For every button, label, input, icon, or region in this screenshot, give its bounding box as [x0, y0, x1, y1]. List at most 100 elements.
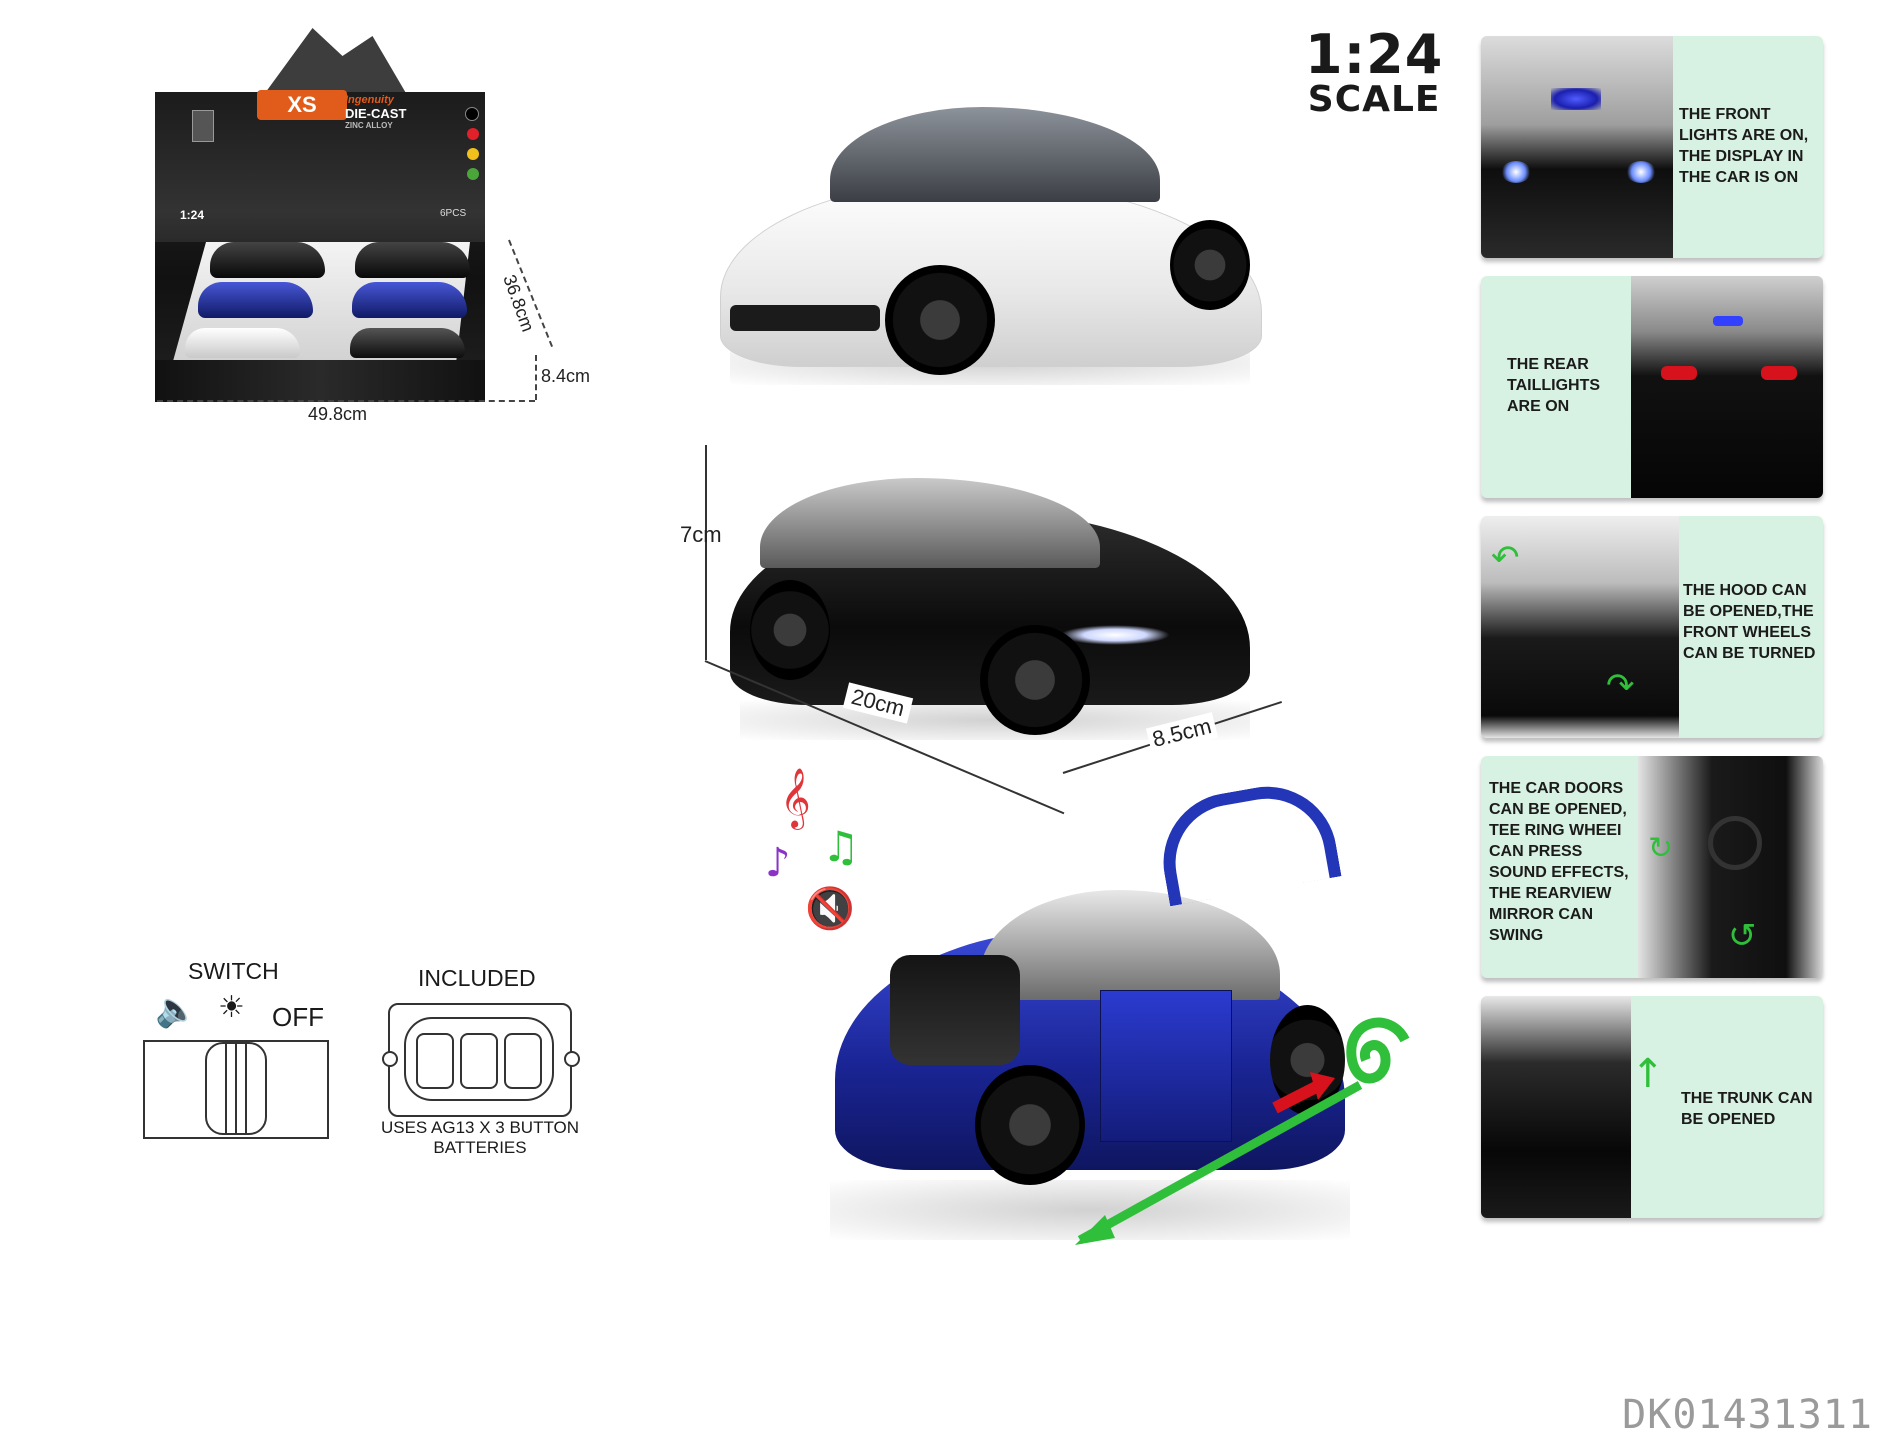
feature-text-trunk: THE TRUNK CAN BE OPENED: [1681, 1090, 1813, 1128]
feature-card-doors: THE CAR DOORS CAN BE OPENED, TEE RING WH…: [1481, 756, 1823, 978]
battery-cell: [460, 1033, 498, 1089]
battery-caption-line: USES AG13 X 3 BUTTON: [380, 1118, 580, 1137]
feature-text-hood: THE HOOD CAN BE OPENED,THE FRONT WHEELS …: [1683, 582, 1816, 662]
white-car-rear-wheel: [1170, 220, 1250, 310]
taillight-right: [1761, 366, 1797, 380]
black-car-windows: [760, 478, 1100, 568]
blue-car-image: [830, 775, 1350, 1250]
speaker-icon: 🔈: [155, 991, 198, 1029]
feature-text-front-lights: THE FRONT LIGHTS ARE ON, THE DISPLAY IN …: [1679, 106, 1809, 186]
blue-car-front-wheel: [975, 1065, 1085, 1185]
scale-heading: 1:24 SCALE: [1305, 28, 1443, 118]
battery-caption: USES AG13 X 3 BUTTON BATTERIES: [370, 1118, 590, 1158]
box-brand-logo: XS: [257, 90, 347, 120]
headlight-left: [1501, 161, 1531, 183]
box-mountain-logo: [260, 28, 410, 100]
switch-knob: [205, 1042, 267, 1135]
product-code: DK01431311: [1622, 1392, 1873, 1438]
black-car-rear-wheel: [750, 580, 830, 680]
feature-card-trunk: ↑ THE TRUNK CAN BE OPENED: [1481, 996, 1823, 1218]
green-arrow-head: [1075, 1215, 1115, 1245]
battery-terminal: [564, 1051, 580, 1067]
box-width-label: 49.8cm: [308, 404, 368, 424]
knob-line: [245, 1044, 247, 1133]
feature-card-hood: ↶ ↷ THE HOOD CAN BE OPENED,THE FRONT WHE…: [1481, 516, 1823, 738]
box-shield-icon: [192, 110, 214, 142]
display-glow: [1551, 88, 1601, 110]
mini-car-black: [210, 242, 325, 278]
swing-arrow-icon: ↺: [1728, 916, 1757, 956]
music-note-icon: 𝄞: [780, 768, 811, 828]
box-logo-text: Ingenuity DIE-CAST ZINC ALLOY: [345, 94, 407, 130]
blue-car-falcon-door: [1152, 775, 1342, 907]
switch-title: SWITCH: [188, 958, 279, 984]
doors-photo: ↻ ↺: [1638, 756, 1823, 978]
scale-word: SCALE: [1307, 79, 1441, 120]
sound-off-icon: 🔇: [805, 886, 855, 932]
sound-badge-icon: [467, 148, 479, 160]
swirl-arrow-icon: [1075, 1017, 1410, 1245]
front-lights-photo: [1481, 36, 1673, 258]
display-glow: [1713, 316, 1743, 326]
taillight-left: [1661, 366, 1697, 380]
black-car-front-wheel: [980, 625, 1090, 735]
green-arrow: [1077, 1081, 1363, 1244]
black-car-headlight: [1060, 625, 1170, 645]
taillights-photo: [1631, 276, 1823, 498]
age-badge-icon: [465, 107, 479, 121]
door-badge-icon: [467, 168, 479, 180]
feature-text-taillights: THE REAR TAILLIGHTS ARE ON: [1507, 356, 1601, 415]
mini-car-blue: [352, 282, 467, 318]
rotate-arrow-icon: ↷: [1606, 666, 1635, 706]
box-base: [155, 360, 485, 402]
lift-arrow-icon: ↑: [1631, 1051, 1665, 1097]
battery-caption-line: BATTERIES: [433, 1138, 527, 1157]
display-box-illustration: XS Ingenuity DIE-CAST ZINC ALLOY 1:24 6P…: [140, 10, 600, 430]
music-note-icon: ♫: [822, 822, 860, 871]
knob-line: [235, 1044, 237, 1133]
feature-card-front-lights: THE FRONT LIGHTS ARE ON, THE DISPLAY IN …: [1481, 36, 1823, 258]
blue-car-open-door: [1100, 990, 1232, 1142]
included-title: INCLUDED: [418, 965, 536, 991]
red-arrow: [1272, 1078, 1325, 1114]
mini-car-white: [185, 328, 300, 358]
car-height-label: 7cm: [680, 522, 722, 547]
box-height-line: [535, 355, 537, 400]
box-width-line: [157, 400, 535, 402]
headlight-right: [1626, 161, 1656, 183]
white-car-windows: [830, 107, 1160, 202]
feature-card-taillights: THE REAR TAILLIGHTS ARE ON: [1481, 276, 1823, 498]
knob-line: [225, 1044, 227, 1133]
green-swirl: [1346, 1017, 1410, 1084]
blue-car-windows: [980, 890, 1280, 1000]
mini-car-black: [355, 242, 470, 278]
switch-diagram: [143, 1040, 329, 1139]
music-note-icon: ♪: [765, 840, 791, 886]
swing-arrow-icon: ↻: [1648, 831, 1674, 866]
box-height-label: 8.4cm: [541, 366, 591, 386]
white-car-front-wheel: [885, 265, 995, 375]
hood-photo: ↶ ↷: [1481, 516, 1679, 738]
rotate-arrow-icon: ↶: [1491, 538, 1520, 578]
box-pcs-label: 6PCS: [440, 208, 467, 219]
mini-car-blue: [198, 282, 313, 318]
battery-terminal: [382, 1051, 398, 1067]
steering-wheel-icon: [1708, 816, 1762, 870]
battery-cell: [504, 1033, 542, 1089]
white-car-bumper: [730, 305, 880, 331]
battery-cell: [416, 1033, 454, 1089]
battery-compartment: [404, 1017, 554, 1101]
box-scale-label: 1:24: [180, 208, 205, 222]
scale-ratio: 1:24: [1305, 23, 1444, 86]
switch-off-label: OFF: [272, 1002, 324, 1032]
white-car-image: [710, 95, 1270, 385]
feature-text-doors: THE CAR DOORS CAN BE OPENED, TEE RING WH…: [1489, 780, 1629, 944]
black-car-image: [730, 460, 1260, 740]
bulb-icon: ☀: [218, 991, 245, 1024]
trunk-photo: [1481, 996, 1631, 1218]
battery-holder-diagram: [382, 1003, 580, 1117]
red-arrow-head: [1310, 1072, 1335, 1100]
blue-car-open-hood: [890, 955, 1020, 1065]
mini-car-black: [350, 328, 465, 358]
light-badge-icon: [467, 128, 479, 140]
